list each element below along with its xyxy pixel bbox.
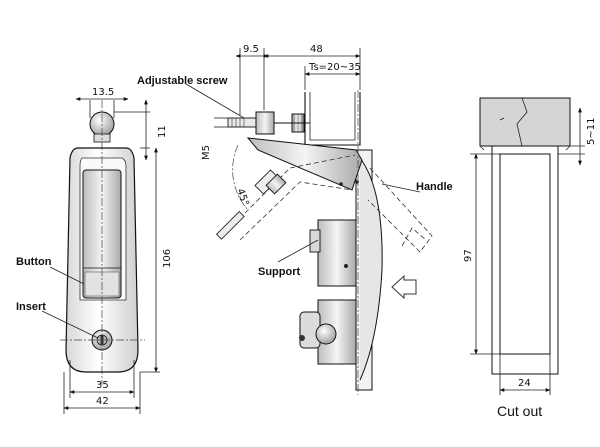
dim-9-5: 9.5 bbox=[243, 44, 259, 55]
dim-ts: Ts=20~35 bbox=[308, 62, 361, 73]
cutout-view bbox=[470, 97, 585, 395]
lever-arm bbox=[246, 137, 363, 191]
dim-5-11: 5~11 bbox=[586, 118, 597, 145]
dim-m5: M5 bbox=[201, 145, 212, 160]
handle-open bbox=[367, 167, 433, 253]
dim-48: 48 bbox=[310, 44, 323, 55]
dim-11: 11 bbox=[157, 125, 168, 138]
rotated-lever-ghost bbox=[215, 144, 356, 241]
label-button: Button bbox=[16, 256, 52, 268]
front-view bbox=[41, 97, 160, 414]
dim-13-5: 13.5 bbox=[92, 87, 114, 98]
label-support: Support bbox=[258, 266, 300, 278]
label-adjustable-screw: Adjustable screw bbox=[137, 75, 228, 87]
dim-35: 35 bbox=[96, 380, 109, 391]
side-view bbox=[185, 48, 433, 395]
support-block bbox=[317, 219, 357, 287]
label-cutout: Cut out bbox=[497, 403, 542, 419]
label-handle: Handle bbox=[416, 181, 453, 193]
dim-106: 106 bbox=[162, 249, 173, 268]
label-insert: Insert bbox=[16, 301, 46, 313]
dim-24: 24 bbox=[518, 378, 531, 389]
push-arrow-icon bbox=[391, 274, 417, 300]
dim-97: 97 bbox=[463, 249, 474, 262]
adjustable-screw bbox=[227, 111, 310, 135]
dim-42: 42 bbox=[96, 396, 109, 407]
dim-angle: 45° bbox=[234, 187, 250, 207]
